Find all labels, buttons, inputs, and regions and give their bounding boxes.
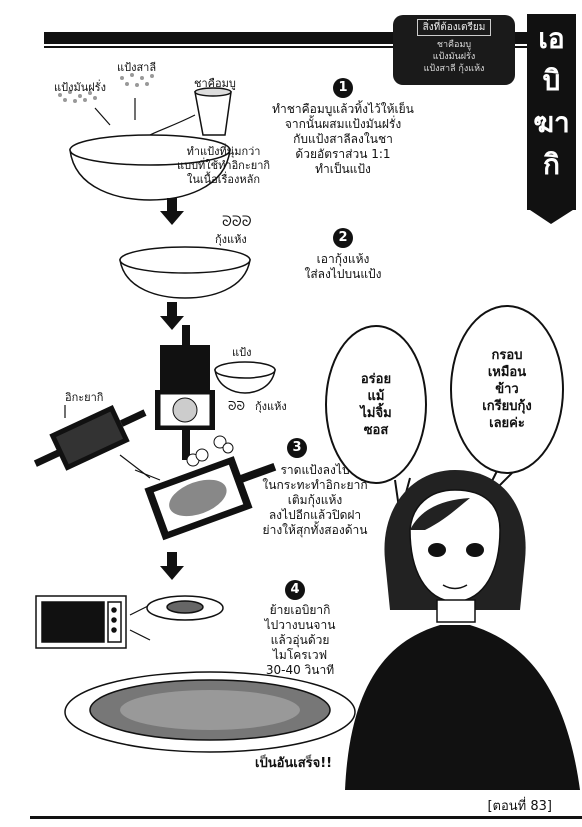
ingredient-item: ชาคือมบู: [436, 40, 472, 50]
title-char: บิ: [542, 64, 561, 97]
step-line: ใส่ลงไปบนแป้ง: [304, 267, 382, 281]
tea-glass-icon: [194, 87, 232, 136]
arrow-down-icon: [160, 198, 184, 225]
bubble-line: แม้: [367, 388, 385, 404]
potato-starch-pile-icon: [58, 90, 97, 103]
ingredient-item: แป้งมันฝรั่ง: [432, 52, 476, 62]
steam-icon: [186, 435, 234, 467]
step-line: ไมโครเวฟ: [272, 648, 328, 662]
speech-bubble-right: กรอบ เหมือน ข้าว เกรียบกุ้ง เลยค่ะ: [450, 305, 564, 474]
ingredients-heading: สิ่งที่ต้องเตรียม: [416, 19, 492, 36]
title-char: ฆา: [533, 106, 570, 139]
potato-starch-label: แป้งมันฝรั่ง: [54, 81, 106, 94]
step-line: ทำเป็นแป้ง: [315, 162, 371, 176]
ingredient-item: แป้งสาลี กุ้งแห้ง: [423, 64, 485, 74]
bottom-border-bar: [30, 816, 582, 819]
step-2-text: เอากุ้งแห้ง ใส่ลงไปบนแป้ง: [283, 252, 403, 282]
step-line: เอากุ้งแห้ง: [316, 252, 370, 266]
step-line: กับแป้งสาลีลงในชา: [293, 132, 393, 146]
step-number: 3: [287, 438, 307, 458]
batter-note-line: ทำแป้งที่นุ่มกว่า: [186, 145, 261, 158]
tea-label: ชาคือมบู: [194, 77, 236, 90]
step-line: ในกระทะทำอิกะยากิ: [262, 478, 368, 492]
step-number: 2: [333, 228, 353, 248]
ikayaki-pan-cooking-icon: [144, 456, 277, 541]
girl-character-illustration: [345, 470, 580, 790]
speech-bubble-left: อร่อย แม้ ไม่จิ้ม ซอส: [325, 325, 427, 484]
batter-note-line: แบบที่ใช้ทำอิกะยากิ: [177, 159, 271, 172]
title-tab: เอ บิ ฆา กิ: [527, 14, 576, 210]
step-line: ด้วยอัตราส่วน 1:1: [295, 147, 391, 161]
top-border-line: [44, 46, 531, 48]
batter-note-line: ในเนื้อเรื่องหลัก: [186, 173, 261, 186]
step-line: จากนั้นผสมแป้งมันฝรั่ง: [284, 117, 402, 131]
arrow-down-icon: [160, 552, 184, 580]
chapter-number: [ตอนที่ 83]: [487, 799, 552, 814]
bubble-line: เหมือน: [487, 365, 527, 380]
step-line: ทำชาคือมบูแล้วทิ้งไว้ให้เย็น: [272, 102, 414, 116]
bubble-line: เกรียบกุ้ง: [482, 399, 532, 414]
finished-plate-icon: [64, 671, 356, 753]
finished-text: เป็นอันเสร็จ!!: [255, 756, 333, 771]
step-line: ย้ายเอบิยากิ: [269, 603, 331, 617]
batter-bowl-icon: [214, 361, 276, 394]
step-line: ไปวางบนจาน: [264, 618, 336, 632]
mixing-bowl-icon: [119, 246, 251, 299]
shrimp-icon: ᘐᘐ: [228, 399, 245, 413]
dried-shrimp-label: กุ้งแห้ง: [215, 233, 247, 246]
step-line: ลงไปอีกแล้วปิดฝา: [268, 508, 362, 522]
step-number: 1: [333, 78, 353, 98]
ingredients-box: สิ่งที่ต้องเตรียม ชาคือมบู แป้งมันฝรั่ง …: [393, 15, 515, 85]
step-1-text: ทำชาคือมบูแล้วทิ้งไว้ให้เย็น จากนั้นผสมแ…: [263, 102, 423, 177]
plate-icon: [146, 595, 224, 621]
batter-label: แป้ง: [232, 346, 252, 359]
bubble-line: ข้าว: [495, 382, 519, 397]
dried-shrimp-label-2: กุ้งแห้ง: [255, 400, 287, 413]
title-char: เอ: [538, 22, 565, 55]
microwave-icon: [35, 595, 127, 649]
flour-pile-icon: [120, 73, 154, 87]
step-line: แล้วอุ่นด้วย: [270, 633, 330, 647]
shrimp-icon: ᘐᘐᘐ: [222, 214, 252, 230]
ikayaki-pan-label: อิกะยากิ: [65, 391, 104, 404]
mixing-bowl-icon: [69, 134, 231, 201]
step-number: 4: [285, 580, 305, 600]
flour-label: แป้งสาลี: [117, 61, 157, 74]
ikayaki-pan-open-icon: [155, 325, 215, 460]
bubble-line: เลยค่ะ: [489, 416, 525, 431]
ikayaki-pan-closed-icon: [33, 404, 147, 471]
bubble-line: ไม่จิ้ม: [360, 405, 392, 421]
step-line: เติมกุ้งแห้ง: [287, 493, 343, 507]
title-char: กิ: [543, 148, 560, 181]
bubble-line: ซอส: [363, 422, 389, 438]
bubble-line: กรอบ: [491, 348, 523, 363]
step-line: ราดแป้งลงไป: [280, 463, 350, 477]
step-4-text: ย้ายเอบิยากิ ไปวางบนจาน แล้วอุ่นด้วย ไมโ…: [245, 603, 355, 678]
tab-point-icon: [527, 208, 576, 224]
step-line: ย่างให้สุกทั้งสองด้าน: [262, 523, 368, 537]
bubble-line: อร่อย: [360, 371, 392, 387]
batter-note: ทำแป้งที่นุ่มกว่า แบบที่ใช้ทำอิกะยากิ ใน…: [177, 145, 270, 187]
arrow-down-icon: [160, 302, 184, 330]
step-3-text: ราดแป้งลงไป ในกระทะทำอิกะยากิ เติมกุ้งแห…: [245, 463, 385, 538]
step-line: 30-40 วินาที: [265, 663, 335, 677]
